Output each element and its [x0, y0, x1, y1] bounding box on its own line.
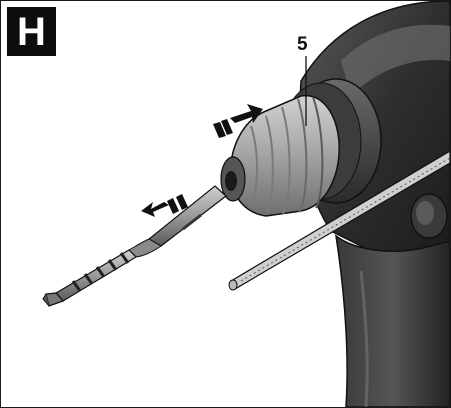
- sds-chuck: [220, 95, 340, 217]
- drill-handle: [334, 234, 450, 407]
- drill-bit: [42, 185, 227, 307]
- double-arrow-right-icon: [213, 104, 263, 138]
- depth-stop-rod: [228, 150, 450, 291]
- panel-letter-badge: H: [7, 7, 56, 56]
- side-handle-knob: [410, 193, 448, 239]
- callout-number: 5: [297, 34, 308, 55]
- double-arrow-left-icon: [141, 194, 188, 217]
